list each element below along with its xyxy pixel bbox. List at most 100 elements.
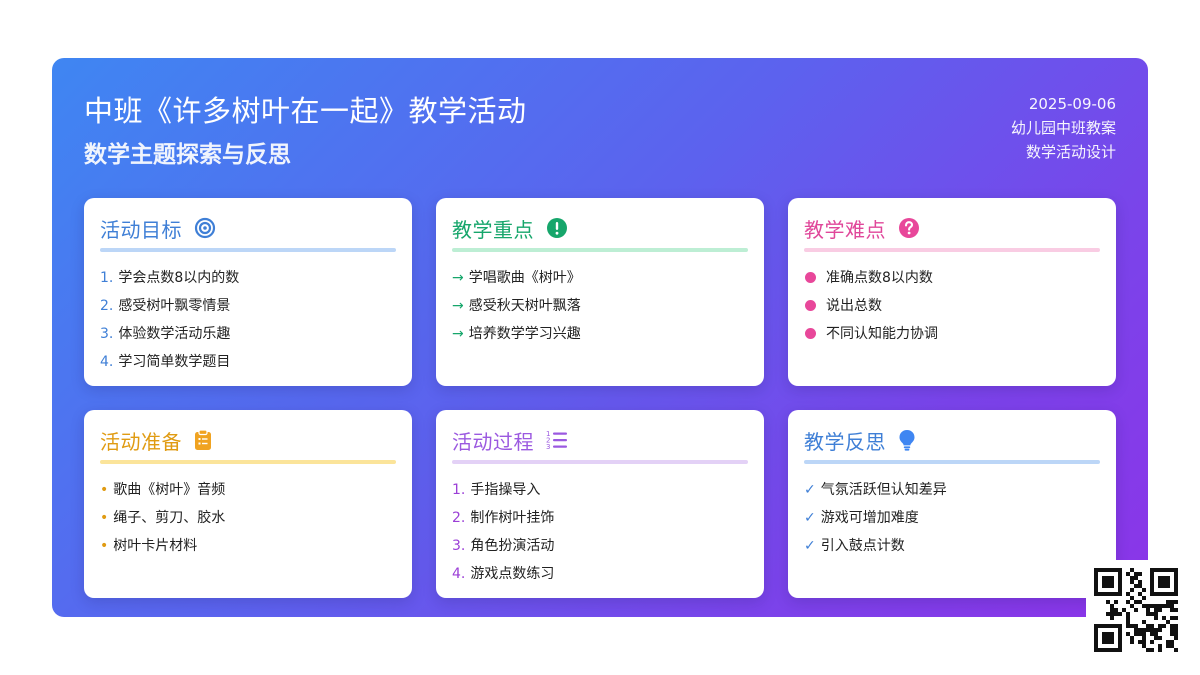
list-marker: • — [100, 482, 109, 498]
list-item-text: 培养数学学习兴趣 — [468, 326, 581, 342]
list-item: •绳子、剪刀、胶水 — [100, 508, 396, 536]
bullet-dot — [805, 272, 816, 283]
qr-code-icon — [1094, 568, 1178, 652]
preparation-card-title: 活动准备 — [100, 429, 182, 454]
list-marker: → — [452, 326, 464, 342]
preparation-card-header: 活动准备 — [100, 426, 396, 454]
difficulties-card-title: 教学难点 — [804, 217, 886, 242]
list-item: 3.体验数学活动乐趣 — [100, 324, 396, 352]
list-item: →感受秋天树叶飘落 — [452, 296, 748, 324]
qr-code — [1086, 560, 1186, 660]
goals-card-title: 活动目标 — [100, 217, 182, 242]
key-points-card-header: 教学重点 — [452, 214, 748, 242]
list-item-text: 角色扮演活动 — [470, 538, 555, 554]
list-item-text: 引入鼓点计数 — [820, 538, 905, 554]
ordered-list-icon: 1 2 3 — [546, 430, 568, 450]
list-item: •歌曲《树叶》音频 — [100, 480, 396, 508]
bullet-dot — [805, 300, 816, 311]
list-marker: 1. — [452, 482, 466, 498]
key-points-list: →学唱歌曲《树叶》 →感受秋天树叶飘落 →培养数学学习兴趣 — [452, 268, 748, 352]
preparation-list: •歌曲《树叶》音频 •绳子、剪刀、胶水 •树叶卡片材料 — [100, 480, 396, 564]
list-item: →培养数学学习兴趣 — [452, 324, 748, 352]
list-item: 3.角色扮演活动 — [452, 536, 748, 564]
difficulties-card: 教学难点 准确点数8以内数 说出总数 不同认知能力协调 — [788, 198, 1116, 386]
list-item-text: 绳子、剪刀、胶水 — [113, 510, 226, 526]
list-item-text: 学习简单数学题目 — [118, 354, 231, 370]
list-item: •树叶卡片材料 — [100, 536, 396, 564]
list-item: 2.感受树叶飘零情景 — [100, 296, 396, 324]
difficulties-card-header: 教学难点 — [804, 214, 1100, 242]
list-item-text: 歌曲《树叶》音频 — [113, 482, 226, 498]
list-item: ✓游戏可增加难度 — [804, 508, 1100, 536]
list-marker: 1. — [100, 270, 114, 286]
list-item-text: 制作树叶挂饰 — [470, 510, 555, 526]
list-marker: 3. — [452, 538, 466, 554]
list-item-text: 感受秋天树叶飘落 — [468, 298, 581, 314]
check-icon: ✓ — [804, 538, 816, 554]
preparation-card: 活动准备 •歌曲《树叶》音频 •绳子、剪刀、胶水 •树叶卡片材料 — [84, 410, 412, 598]
process-card: 活动过程 1 2 3 1.手指操导入 2.制作树叶挂饰 3.角色扮演活动 4.游… — [436, 410, 764, 598]
process-list: 1.手指操导入 2.制作树叶挂饰 3.角色扮演活动 4.游戏点数练习 — [452, 480, 748, 592]
preparation-card-underline — [100, 460, 396, 464]
goals-card: 活动目标 1.学会点数8以内的数 2.感受树叶飘零情景 3.体验数学活动乐趣 4… — [84, 198, 412, 386]
reflection-card-underline — [804, 460, 1100, 464]
list-item-text: 游戏点数练习 — [470, 566, 555, 582]
reflection-card-header: 教学反思 — [804, 426, 1100, 454]
difficulties-card-underline — [804, 248, 1100, 252]
list-item-text: 准确点数8以内数 — [826, 270, 933, 286]
list-marker: → — [452, 270, 464, 286]
list-item-text: 学唱歌曲《树叶》 — [468, 270, 581, 286]
goals-list: 1.学会点数8以内的数 2.感受树叶飘零情景 3.体验数学活动乐趣 4.学习简单… — [100, 268, 396, 380]
list-item-text: 手指操导入 — [470, 482, 541, 498]
question-circle-icon — [898, 217, 920, 239]
reflection-card: 教学反思 ✓气氛活跃但认知差异 ✓游戏可增加难度 ✓引入鼓点计数 — [788, 410, 1116, 598]
list-item: 不同认知能力协调 — [804, 324, 1100, 352]
list-item: ✓气氛活跃但认知差异 — [804, 480, 1100, 508]
svg-text:3: 3 — [546, 443, 550, 450]
list-item: 准确点数8以内数 — [804, 268, 1100, 296]
meta-school-label: 幼儿园中班教案 — [1010, 119, 1116, 137]
list-marker: 2. — [452, 510, 466, 526]
process-card-header: 活动过程 1 2 3 — [452, 426, 748, 454]
list-item: 1.手指操导入 — [452, 480, 748, 508]
goals-card-underline — [100, 248, 396, 252]
list-item-text: 不同认知能力协调 — [826, 326, 938, 342]
check-icon: ✓ — [804, 510, 816, 526]
list-item: ✓引入鼓点计数 — [804, 536, 1100, 564]
list-marker: • — [100, 510, 109, 526]
list-item-text: 说出总数 — [826, 298, 882, 314]
page-title: 中班《许多树叶在一起》教学活动 — [84, 94, 527, 128]
process-card-title: 活动过程 — [452, 429, 534, 454]
check-icon: ✓ — [804, 482, 816, 498]
list-item: 1.学会点数8以内的数 — [100, 268, 396, 296]
list-item: →学唱歌曲《树叶》 — [452, 268, 748, 296]
key-points-card-title: 教学重点 — [452, 217, 534, 242]
target-icon — [194, 217, 216, 239]
list-item: 4.学习简单数学题目 — [100, 352, 396, 380]
goals-card-header: 活动目标 — [100, 214, 396, 242]
svg-text:1: 1 — [546, 430, 550, 438]
key-points-card: 教学重点 →学唱歌曲《树叶》 →感受秋天树叶飘落 →培养数学学习兴趣 — [436, 198, 764, 386]
bullet-dot — [805, 328, 816, 339]
reflection-card-title: 教学反思 — [804, 429, 886, 454]
svg-text:2: 2 — [546, 437, 550, 445]
reflection-list: ✓气氛活跃但认知差异 ✓游戏可增加难度 ✓引入鼓点计数 — [804, 480, 1100, 564]
list-marker: • — [100, 538, 109, 554]
meta-type-label: 数学活动设计 — [1025, 143, 1116, 161]
lesson-plan-panel: 中班《许多树叶在一起》教学活动 数学主题探索与反思 2025-09-06 幼儿园… — [52, 58, 1148, 617]
difficulties-list: 准确点数8以内数 说出总数 不同认知能力协调 — [804, 268, 1100, 352]
list-item: 4.游戏点数练习 — [452, 564, 748, 592]
list-item-text: 学会点数8以内的数 — [118, 270, 240, 286]
list-item-text: 树叶卡片材料 — [113, 538, 198, 554]
list-marker: 3. — [100, 326, 114, 342]
page-subtitle: 数学主题探索与反思 — [84, 142, 291, 168]
list-item-text: 游戏可增加难度 — [820, 510, 919, 526]
date-label: 2025-09-06 — [1028, 95, 1116, 113]
key-points-card-underline — [452, 248, 748, 252]
list-marker: 4. — [452, 566, 466, 582]
clipboard-icon — [194, 429, 212, 451]
list-item-text: 感受树叶飘零情景 — [118, 298, 231, 314]
list-marker: 4. — [100, 354, 114, 370]
list-item-text: 气氛活跃但认知差异 — [820, 482, 947, 498]
list-marker: → — [452, 298, 464, 314]
